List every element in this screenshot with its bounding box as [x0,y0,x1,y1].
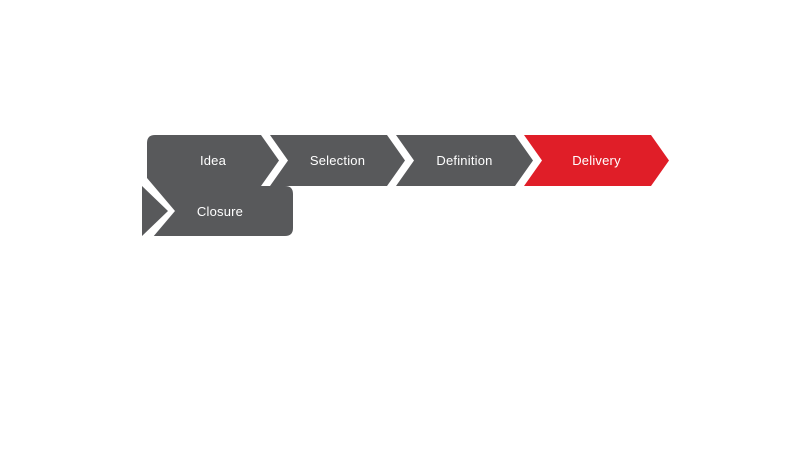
wrap-arrow-tip-icon [142,186,168,236]
step-shape-idea [147,135,279,186]
step-shape-definition [396,135,533,186]
step-shape-closure [147,186,293,236]
step-shape-delivery [524,135,669,186]
step-shape-selection [270,135,405,186]
